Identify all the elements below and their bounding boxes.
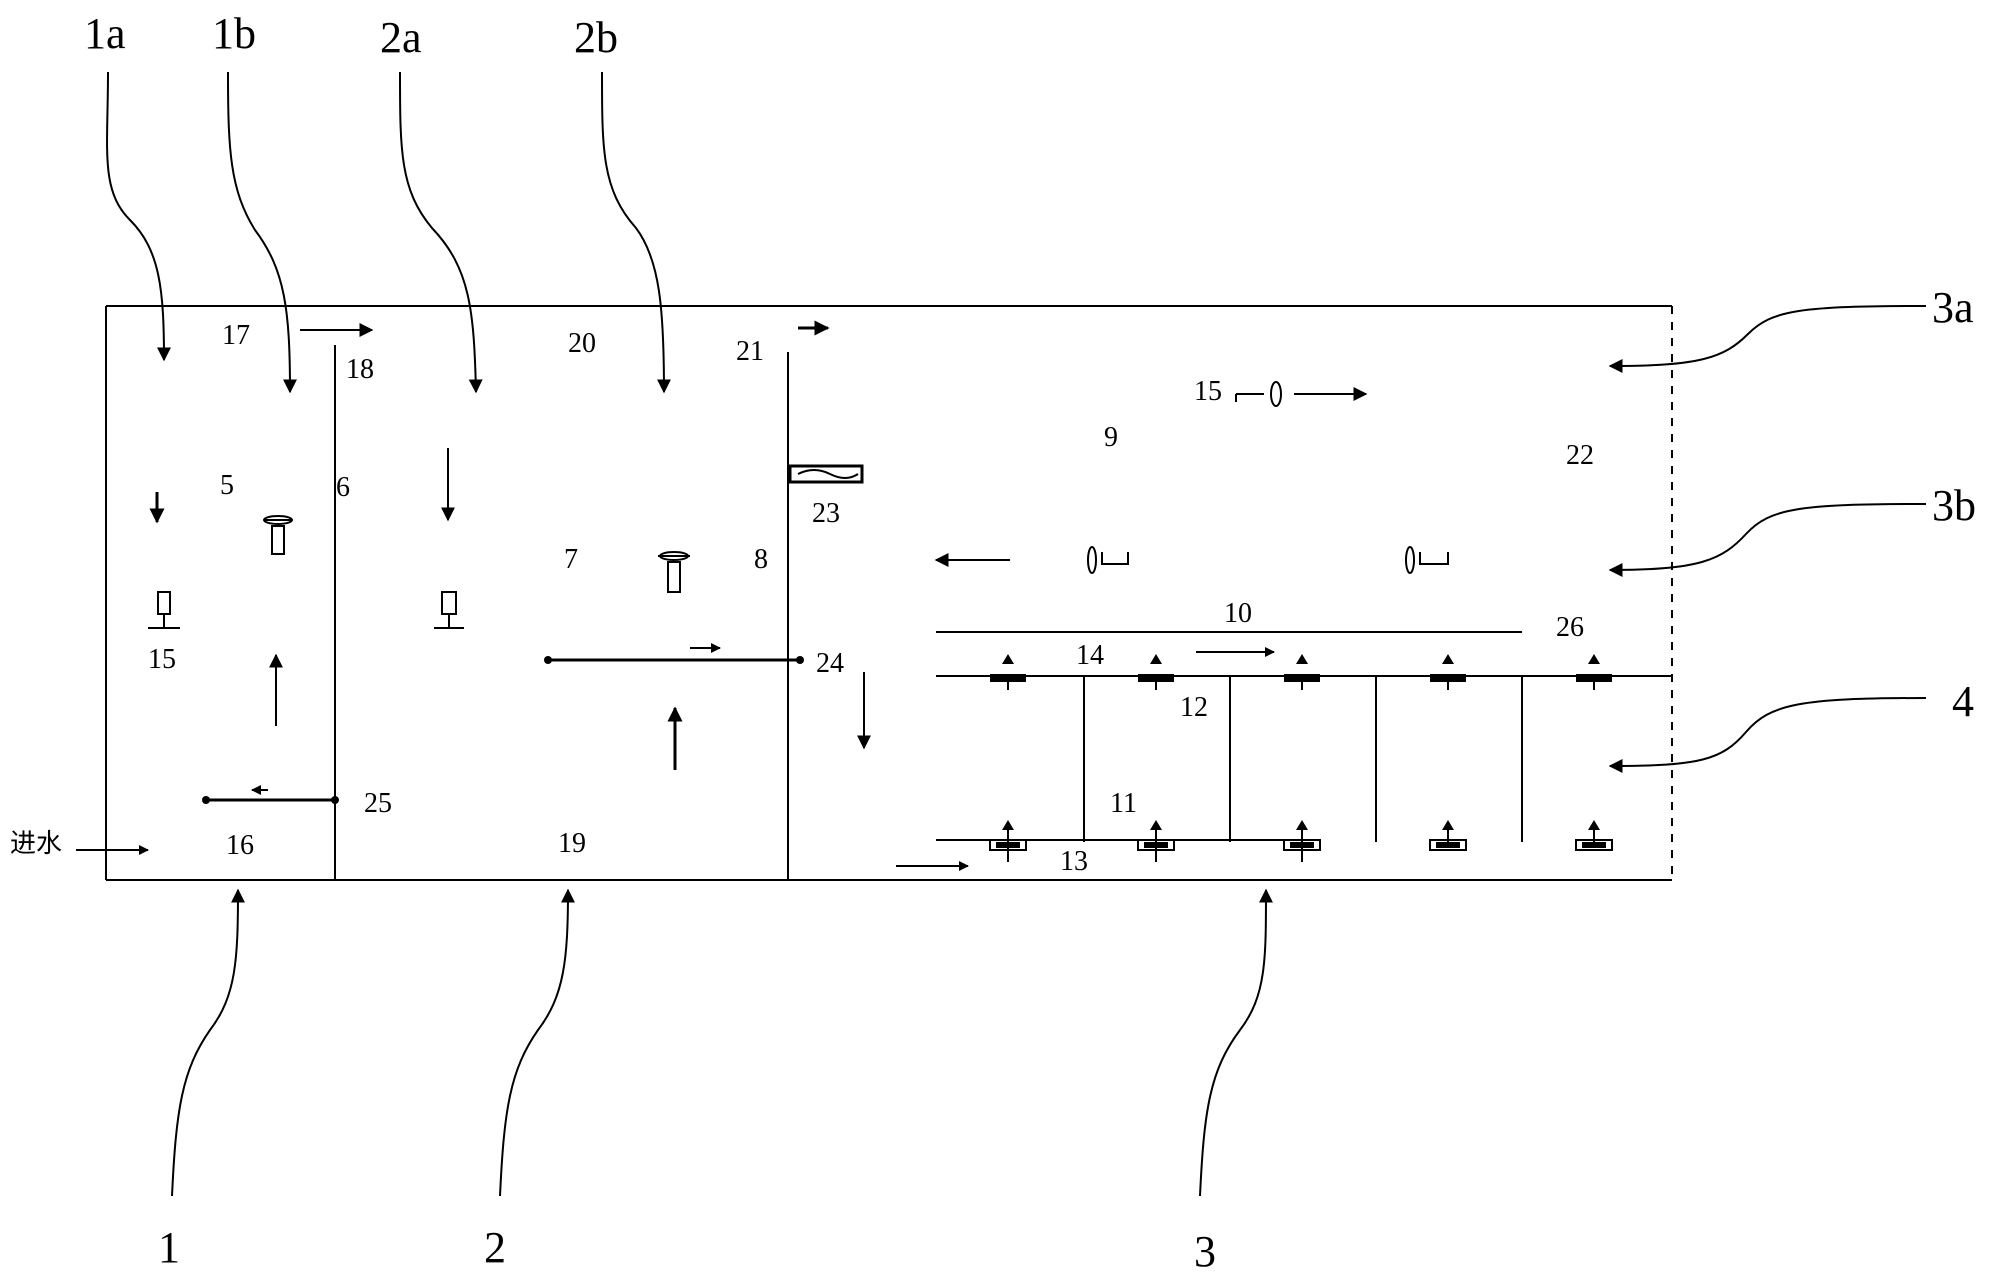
pipe-25 <box>202 785 339 804</box>
label-15-right: 15 <box>1194 376 1222 407</box>
label-23: 23 <box>812 498 840 529</box>
callout-4: 4 <box>1952 677 1974 726</box>
label-22: 22 <box>1566 440 1594 471</box>
aerator-middle <box>434 591 464 629</box>
callout-3a: 3a <box>1932 283 1974 332</box>
label-21: 21 <box>736 336 764 367</box>
propeller-mid-left <box>1087 546 1129 574</box>
callout-3b: 3b <box>1932 481 1976 530</box>
device-23 <box>788 464 864 484</box>
callout-1b: 1b <box>212 9 256 58</box>
inlet-label: 进水 <box>10 829 62 859</box>
vertical-connectors <box>1083 676 1523 842</box>
label-16: 16 <box>226 830 254 861</box>
label-10: 10 <box>1224 598 1252 629</box>
label-17: 17 <box>222 320 250 351</box>
leaders <box>106 71 1927 1197</box>
callout-2: 2 <box>484 1223 506 1272</box>
label-15-left: 15 <box>148 644 176 675</box>
callout-3: 3 <box>1194 1227 1216 1276</box>
label-12: 12 <box>1180 692 1208 723</box>
label-14: 14 <box>1076 640 1104 671</box>
tank-outline <box>105 305 1673 881</box>
label-6: 6 <box>336 472 350 503</box>
callout-2a: 2a <box>380 13 422 62</box>
impeller-left <box>263 515 293 555</box>
label-18: 18 <box>346 354 374 385</box>
callout-1: 1 <box>158 1223 180 1272</box>
diffuser-pipe-lower <box>936 820 1613 862</box>
propeller-mid-right <box>1405 546 1449 574</box>
label-25: 25 <box>364 788 392 819</box>
label-8: 8 <box>754 544 768 575</box>
callout-1a: 1a <box>84 9 126 58</box>
diffuser-pipe-upper <box>936 654 1672 690</box>
pipe-24 <box>544 643 804 664</box>
label-7: 7 <box>564 544 578 575</box>
label-5: 5 <box>220 470 234 501</box>
impeller-middle <box>658 551 690 593</box>
label-19: 19 <box>558 828 586 859</box>
label-9: 9 <box>1104 422 1118 453</box>
label-13: 13 <box>1060 846 1088 877</box>
label-26: 26 <box>1556 612 1584 643</box>
callout-2b: 2b <box>574 13 618 62</box>
propeller-15-right <box>1235 381 1368 407</box>
label-11: 11 <box>1110 788 1137 819</box>
label-24: 24 <box>816 648 844 679</box>
label-20: 20 <box>568 328 596 359</box>
aerator-15-left <box>148 591 180 629</box>
